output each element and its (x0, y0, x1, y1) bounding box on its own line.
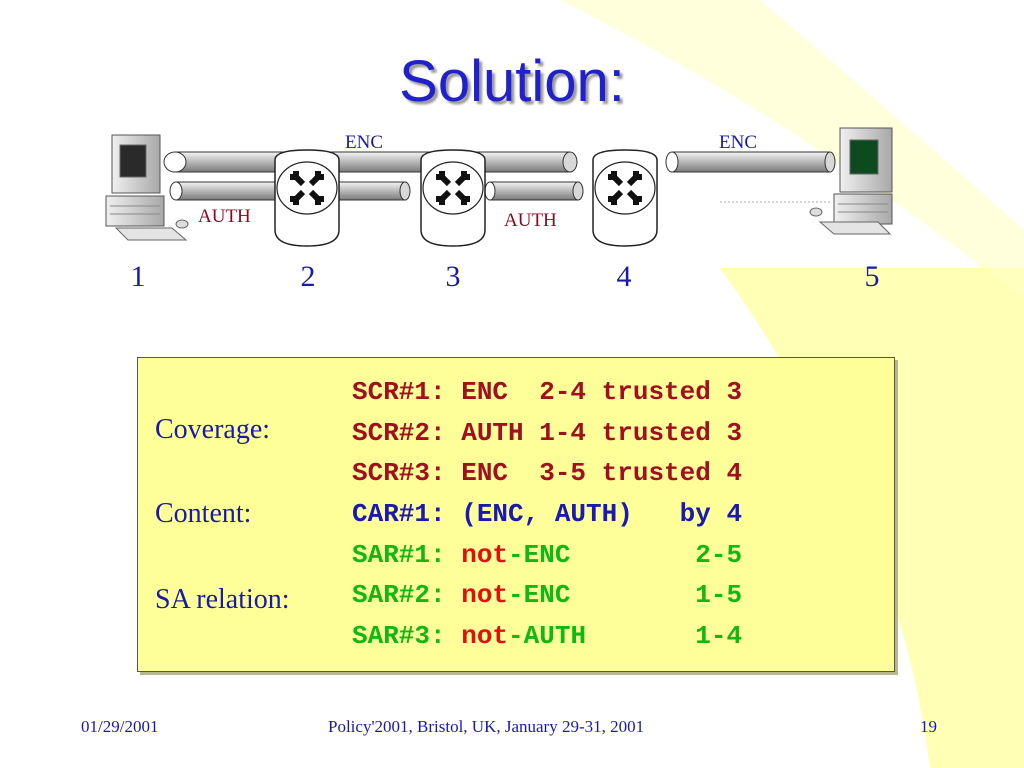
footer-event: Policy'2001, Bristol, UK, January 29-31,… (328, 717, 645, 736)
rule-part: not (461, 621, 509, 652)
policy-rule: SAR#1: not-ENC 2-5 (352, 535, 742, 576)
rule-part: -ENC 1-5 (508, 580, 743, 611)
policy-rule: SAR#2: not-ENC 1-5 (352, 575, 742, 616)
enc-tunnel-right (665, 151, 836, 173)
policy-rule: SCR#3: ENC 3-5 trusted 4 (352, 453, 742, 494)
rule-part: CAR#1: (ENC, AUTH) by 4 (352, 499, 743, 530)
node-number: 4 (617, 260, 632, 293)
slide-title: Solution: (399, 49, 625, 114)
router-icon (592, 149, 658, 247)
node-number: 5 (865, 260, 880, 293)
rule-part: SAR#2: (352, 580, 462, 611)
computer-icon (720, 127, 893, 235)
page-number: 19 (920, 717, 937, 736)
auth-tunnel (169, 181, 584, 201)
enc-tunnel-left (163, 151, 578, 173)
content-label: Content: (155, 498, 252, 529)
footer-date: 01/29/2001 (81, 717, 159, 736)
policy-rule: SCR#1: ENC 2-4 trusted 3 (352, 372, 742, 413)
policy-rule: SAR#3: not-AUTH 1-4 (352, 616, 742, 657)
auth-label: AUTH (198, 206, 251, 227)
router-icon (274, 149, 340, 247)
policy-rule: SCR#2: AUTH 1-4 trusted 3 (352, 413, 742, 454)
rule-part: -ENC 2-5 (508, 539, 743, 570)
sa-relation-label: SA relation: (155, 584, 290, 615)
policy-rule: CAR#1: (ENC, AUTH) by 4 (352, 494, 742, 535)
rule-part: SCR#1: ENC 2-4 trusted 3 (352, 377, 743, 407)
computer-icon (105, 134, 189, 241)
enc-label: ENC (345, 132, 383, 153)
rule-part: not (461, 539, 509, 570)
rule-part: SAR#1: (352, 539, 462, 570)
rule-part: SCR#3: ENC 3-5 trusted 4 (352, 458, 743, 489)
rule-part: not (461, 580, 509, 611)
router-icon (420, 149, 486, 247)
policy-rules: SCR#1: ENC 2-4 trusted 3 SCR#2: AUTH 1-4 … (352, 372, 742, 657)
enc-label: ENC (719, 132, 757, 153)
auth-label: AUTH (504, 210, 557, 231)
network-diagram: ENC ENC AUTH AUTH 1 2 3 4 5 (105, 127, 893, 293)
node-number: 1 (131, 260, 146, 293)
node-number: 2 (301, 260, 316, 293)
rule-part: SAR#3: (352, 621, 462, 652)
policy-panel: Coverage: Content: SA relation: SCR#1: E… (137, 357, 895, 672)
rule-part: -AUTH 1-4 (508, 621, 743, 652)
node-number: 3 (446, 260, 461, 293)
coverage-label: Coverage: (155, 414, 271, 445)
rule-part: SCR#2: AUTH 1-4 trusted 3 (352, 417, 743, 448)
